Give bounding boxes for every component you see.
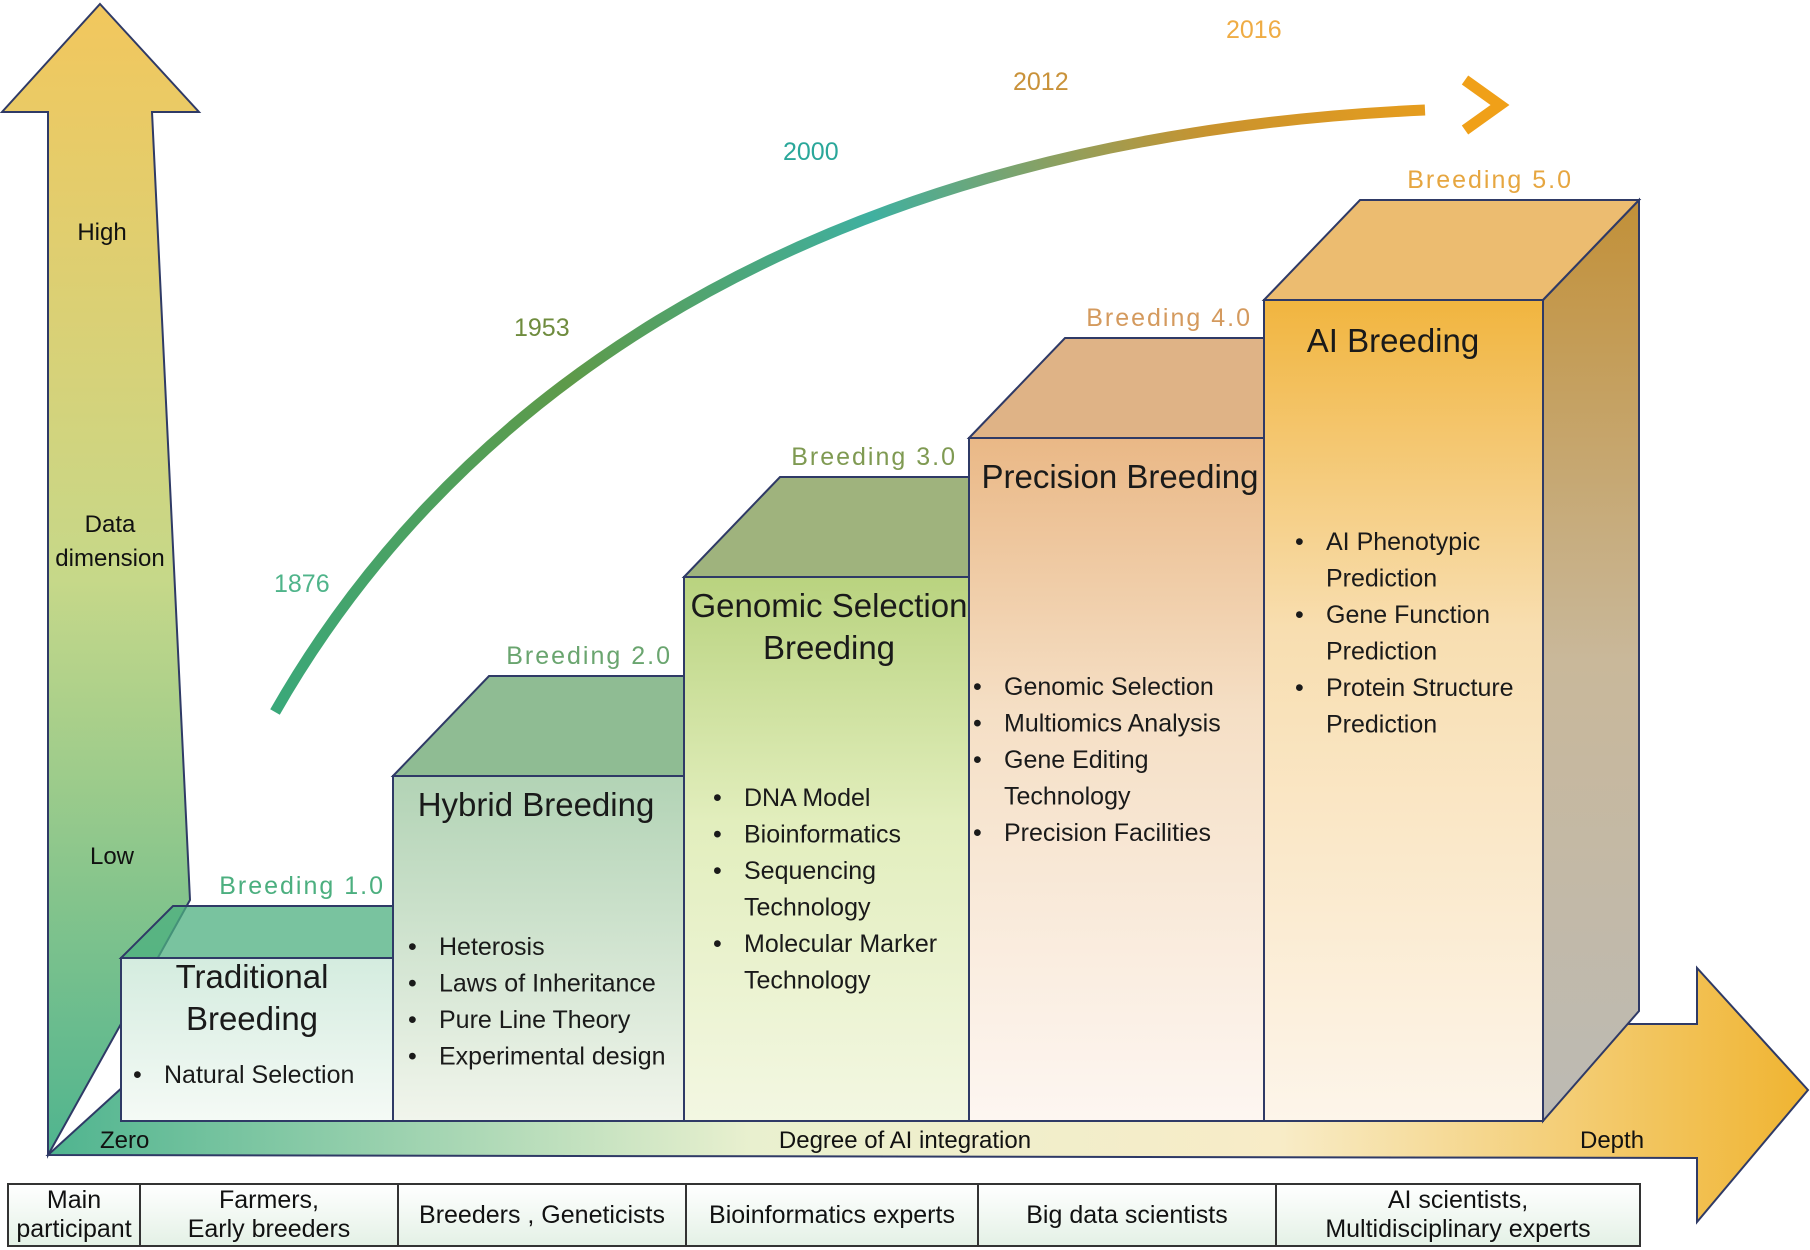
- stage-2-bullet-dot: •: [408, 1043, 417, 1071]
- stage-3-top-face: [681, 476, 970, 578]
- stage-4-top-face: [966, 337, 1265, 439]
- participant-cell-stage-1: Farmers, Early breeders: [139, 1183, 399, 1247]
- stage-5-bullet-3: Protein Structure: [1326, 674, 1514, 702]
- stage-3-bullet-1: DNA Model: [744, 784, 870, 812]
- stage-2-bullet-dot: •: [408, 1006, 417, 1034]
- participant-cell-stage-5: AI scientists, Multidisciplinary experts: [1275, 1183, 1641, 1247]
- stage-4-title: Precision Breeding: [982, 458, 1259, 495]
- stage-5-bullet-1: AI Phenotypic: [1326, 528, 1480, 556]
- stage-5-bullet-dot: •: [1295, 674, 1304, 702]
- stage-4-bullet-dot: •: [973, 746, 982, 774]
- stage-1-bullet-1: Natural Selection: [164, 1061, 354, 1089]
- stage-5-bullet-3: Prediction: [1326, 711, 1437, 739]
- stage-3-label: Breeding 3.0: [791, 443, 957, 471]
- stage-3-bullet-dot: •: [713, 784, 722, 812]
- stage-4-front-face: [968, 437, 1265, 1122]
- stage-4-bullet-1: Genomic Selection: [1004, 673, 1214, 701]
- stage-5-bullet-2: Gene Function: [1326, 601, 1490, 629]
- stage-3-title-line: Genomic Selection: [691, 587, 968, 624]
- stage-3-front-face: [683, 576, 970, 1122]
- stage-5-bullet-2: Prediction: [1326, 638, 1437, 666]
- x-axis-end-label: Depth: [1580, 1127, 1644, 1154]
- stage-2-label: Breeding 2.0: [506, 642, 672, 670]
- participant-cell-stage-3: Bioinformatics experts: [685, 1183, 979, 1247]
- stage-4-bullet-4: Precision Facilities: [1004, 819, 1211, 847]
- stage-5-bullet-dot: •: [1295, 528, 1304, 556]
- stage-2-front-face: [392, 775, 685, 1122]
- stage-3-bullet-3: Sequencing: [744, 857, 876, 885]
- stage-3-bullet-3: Technology: [744, 894, 871, 922]
- timeline-arrowhead: [1461, 75, 1510, 135]
- participants-row: Main participant Farmers, Early breeders…: [7, 1183, 1641, 1247]
- participant-cell-stage-2: Breeders , Geneticists: [397, 1183, 687, 1247]
- timeline-arc: [270, 104, 1426, 715]
- stage-3-bullet-2: Bioinformatics: [744, 821, 901, 849]
- stage-4-bullet-dot: •: [973, 710, 982, 738]
- year-label-2012: 2012: [1013, 68, 1069, 96]
- stage-4-label: Breeding 4.0: [1086, 304, 1252, 332]
- stage-1-front-face: [120, 957, 394, 1122]
- participants-header-cell: Main participant: [7, 1183, 141, 1247]
- stage-3-bullet-4: Molecular Marker: [744, 930, 937, 958]
- stage-5-bullet-1: Prediction: [1326, 565, 1437, 593]
- y-axis-title-line: dimension: [55, 545, 164, 572]
- y-axis-title: Data dimension: [55, 511, 164, 572]
- stage-1-label: Breeding 1.0: [219, 872, 385, 900]
- year-label-2000: 2000: [783, 138, 839, 166]
- y-axis-title-line: Data: [85, 511, 136, 538]
- year-label-1953: 1953: [514, 314, 570, 342]
- stage-5-title-line: AI Breeding: [1307, 322, 1479, 359]
- stage-3-bullet-dot: •: [713, 821, 722, 849]
- stage-4-bullet-dot: •: [973, 673, 982, 701]
- stage-4-title-line: Precision Breeding: [982, 458, 1259, 495]
- participants-table: Main participant Farmers, Early breeders…: [7, 1183, 1641, 1247]
- stage-2-bullet-2: Laws of Inheritance: [439, 970, 656, 998]
- stage-1-title-line: Breeding: [186, 1000, 318, 1037]
- stage-2-bullet-1: Heterosis: [439, 933, 545, 961]
- stage-3-title-line: Breeding: [763, 629, 895, 666]
- stage-2-top-face: [390, 675, 685, 777]
- stage-5-front-face: [1263, 299, 1544, 1122]
- stage-3-bullet-dot: •: [713, 857, 722, 885]
- stage-4-bullet-2: Multiomics Analysis: [1004, 710, 1221, 738]
- year-label-2016: 2016: [1226, 16, 1282, 44]
- year-label-1876: 1876: [274, 570, 330, 598]
- stage-2-bullet-dot: •: [408, 933, 417, 961]
- stage-2-bullet-4: Experimental design: [439, 1043, 666, 1071]
- stage-5-title: AI Breeding: [1307, 322, 1479, 359]
- stage-4-bullet-3: Gene Editing: [1004, 746, 1149, 774]
- stage-3-bullet-4: Technology: [744, 967, 871, 995]
- stage-2-title-line: Hybrid Breeding: [418, 786, 655, 823]
- y-axis-high-label: High: [77, 219, 126, 246]
- participant-cell-stage-4: Big data scientists: [977, 1183, 1277, 1247]
- stage-5-bullet-dot: •: [1295, 601, 1304, 629]
- stage-1-title-line: Traditional: [176, 958, 329, 995]
- stage-1-bullet-dot: •: [133, 1061, 142, 1089]
- y-axis-arrow: [0, 2, 202, 1159]
- stage-2-bullet-dot: •: [408, 970, 417, 998]
- stage-2-title: Hybrid Breeding: [418, 786, 655, 823]
- x-axis-title: Degree of AI integration: [779, 1127, 1031, 1154]
- stage-4-bullet-3: Technology: [1004, 783, 1131, 811]
- stage-2-bullet-3: Pure Line Theory: [439, 1006, 631, 1034]
- stage-5-label: Breeding 5.0: [1407, 166, 1573, 194]
- y-axis-low-label: Low: [90, 843, 135, 870]
- stage-3-bullet-dot: •: [713, 930, 722, 958]
- stage-4-bullet-dot: •: [973, 819, 982, 847]
- x-axis-start-label: Zero: [100, 1127, 149, 1154]
- stage-5-side-face: [1542, 197, 1640, 1124]
